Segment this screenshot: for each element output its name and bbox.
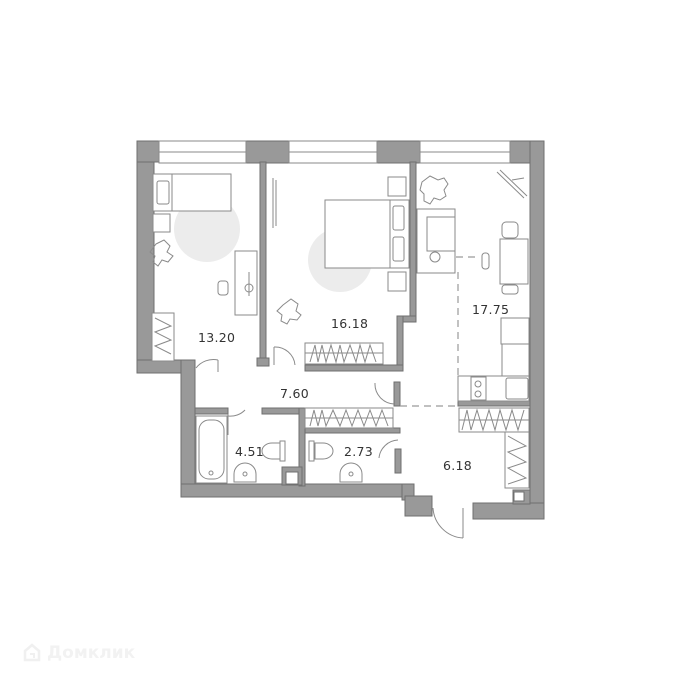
kitchen-living-furniture (400, 169, 530, 407)
room-area-bathroom: 4.51 (235, 444, 265, 459)
toilet (261, 442, 281, 460)
washbasin (233, 462, 257, 483)
hallway-furniture (304, 382, 530, 539)
walls (136, 140, 545, 520)
tv (496, 171, 525, 199)
door-swing (227, 409, 246, 417)
plant-icon (149, 239, 174, 267)
room-area-kitchen-living: 17.75 (472, 302, 510, 317)
room-area-toilet: 2.73 (344, 444, 374, 459)
nightstand (152, 213, 171, 233)
light-spot (174, 196, 240, 262)
entrance-door-swing (432, 507, 464, 539)
sink (505, 377, 529, 400)
lamp (429, 251, 441, 263)
plant-icon (419, 175, 449, 205)
domclick-logo-icon (23, 643, 41, 662)
nightstand (387, 271, 407, 292)
bathroom-fixtures (195, 409, 286, 484)
plant-icon (276, 298, 302, 325)
nightstand (387, 176, 407, 197)
desk (234, 250, 258, 316)
windows (158, 140, 511, 164)
chair (501, 221, 519, 239)
toilet (314, 442, 334, 460)
dining-table (499, 238, 529, 285)
room-area-bedroom-1: 13.20 (198, 330, 236, 345)
washbasin (339, 462, 363, 483)
chair (501, 284, 519, 295)
chair (481, 252, 490, 270)
brand-name: Домклик (47, 643, 136, 663)
toilet-fixtures (308, 440, 363, 483)
room-area-entrance-hall: 6.18 (443, 458, 473, 473)
chair (217, 280, 229, 296)
door-swing (195, 359, 219, 369)
watermark: Домклик (22, 643, 135, 663)
bedroom-2-furniture (272, 176, 410, 366)
bedroom-1-furniture (149, 173, 258, 372)
shoe-rack (504, 431, 530, 489)
room-area-hallway: 7.60 (280, 386, 310, 401)
door-swing (374, 382, 395, 405)
door-swing (378, 439, 399, 459)
fridge (500, 317, 530, 345)
room-area-bedroom-2: 16.18 (331, 316, 369, 331)
door-swing (273, 346, 296, 366)
